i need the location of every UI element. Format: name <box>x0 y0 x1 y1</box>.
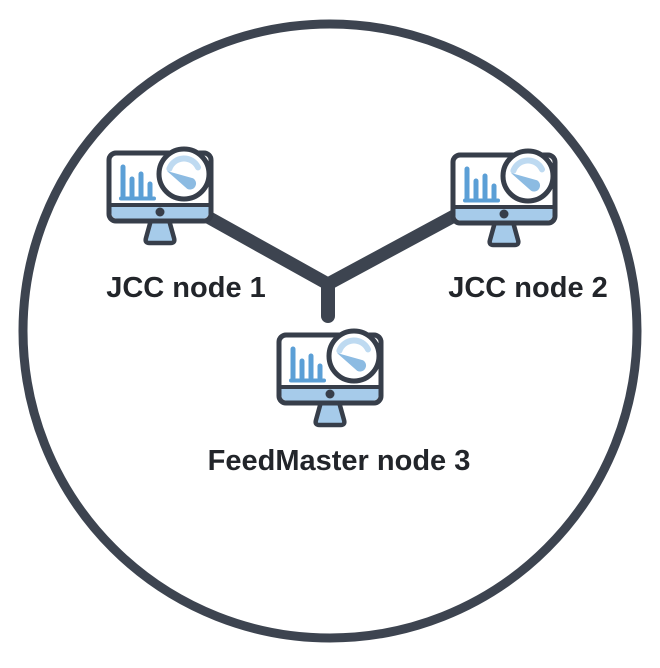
monitor-dashboard-gauge-icon <box>276 328 384 428</box>
gauge-glyph <box>500 148 556 204</box>
gauge-glyph <box>326 328 382 384</box>
bar-chart-glyph <box>119 164 156 201</box>
node-label-jcc-node-1: JCC node 1 <box>106 272 266 304</box>
gauge-glyph <box>156 146 212 202</box>
bar-chart-glyph <box>463 166 500 203</box>
cluster-boundary-circle <box>18 19 642 643</box>
node-label-feedmaster-node-3: FeedMaster node 3 <box>207 445 471 477</box>
monitor-dashboard-gauge-icon <box>106 146 214 246</box>
bar-chart-glyph <box>289 346 326 383</box>
node-label-jcc-node-2: JCC node 2 <box>448 272 608 304</box>
monitor-dashboard-gauge-icon <box>450 148 558 248</box>
